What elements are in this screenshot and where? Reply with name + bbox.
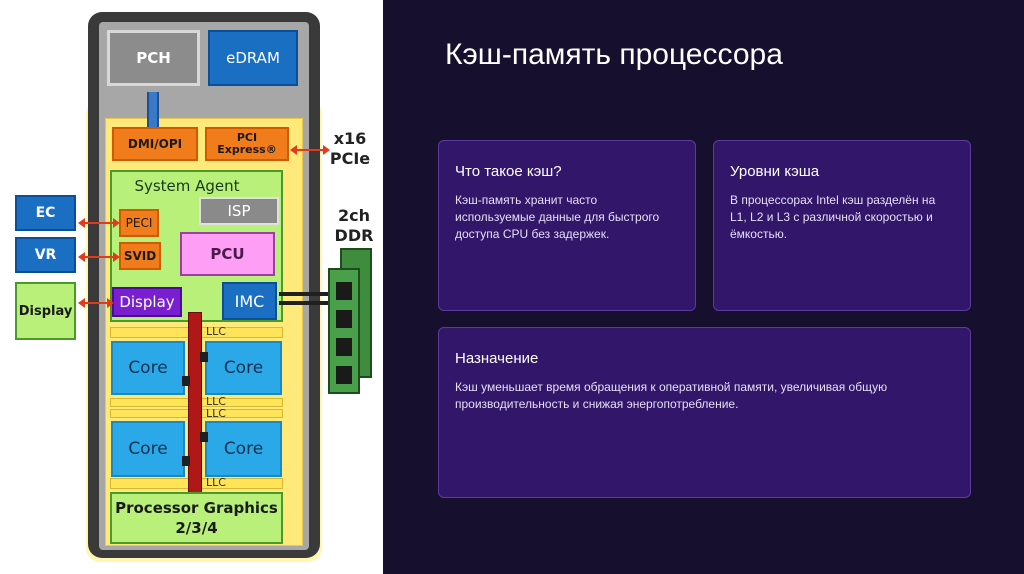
slide-title: Кэш-память процессора — [445, 38, 783, 71]
llc-label: LLC — [206, 395, 226, 408]
card-heading: Что такое кэш? — [455, 163, 562, 180]
vr-svid-arrow — [78, 252, 120, 262]
card-cache-levels: Уровни кэша В процессорах Intel кэш разд… — [713, 140, 971, 311]
card-what-is-cache: Что такое кэш? Кэш-память хранит часто и… — [438, 140, 696, 311]
processor-graphics-label: Processor Graphics — [115, 499, 278, 517]
pcie-label: PCIe — [329, 148, 371, 168]
ddr-chip — [336, 282, 352, 300]
pcie-arrow — [290, 145, 330, 155]
peci-block: PECI — [119, 209, 159, 237]
vr-block: VR — [15, 237, 76, 273]
pcu-block: PCU — [180, 232, 275, 276]
card-text: Кэш уменьшает время обращения к оператив… — [455, 380, 888, 411]
slide-content: Кэш-память процессора Что такое кэш? Кэш… — [383, 0, 1024, 574]
ec-peci-arrow — [78, 218, 120, 228]
processor-diagram: PCH eDRAM DMI/OPI PCI Express® x16 PCIe … — [0, 0, 383, 574]
core-block: Core — [111, 341, 185, 395]
card-text: В процессорах Intel кэш разделён на L1, … — [730, 193, 936, 241]
isp-block: ISP — [199, 197, 279, 225]
processor-graphics-versions: 2/3/4 — [175, 519, 218, 537]
x16-label: x16 — [333, 128, 367, 148]
display-internal-block: Display — [112, 287, 182, 317]
ring-stop — [182, 376, 190, 386]
ddr-channels-label: 2ch — [337, 205, 370, 225]
system-agent-label: System Agent — [134, 177, 240, 195]
core-block: Core — [205, 421, 282, 477]
ddr-chip — [336, 338, 352, 356]
card-text: Кэш-память хранит часто используемые дан… — [455, 193, 660, 241]
imc-ddr-link — [279, 292, 329, 296]
llc-label: LLC — [206, 476, 226, 489]
display-external-block: Display — [15, 282, 76, 340]
svid-block: SVID — [119, 242, 161, 270]
core-block: Core — [111, 421, 185, 477]
imc-block: IMC — [222, 282, 277, 320]
dmi-opi-block: DMI/OPI — [112, 127, 198, 161]
ddr-chip — [336, 366, 352, 384]
card-heading: Назначение — [455, 350, 539, 367]
core-block: Core — [205, 341, 282, 395]
pch-link — [147, 92, 159, 128]
edram-block: eDRAM — [208, 30, 298, 86]
display-arrow — [78, 298, 114, 308]
processor-graphics-block: Processor Graphics 2/3/4 — [110, 492, 283, 544]
ec-block: EC — [15, 195, 76, 231]
card-purpose: Назначение Кэш уменьшает время обращения… — [438, 327, 971, 498]
pci-express-block: PCI Express® — [205, 127, 289, 161]
ddr-label: DDR — [334, 225, 374, 245]
ring-stop — [200, 432, 208, 442]
llc-label: LLC — [206, 407, 226, 420]
ring-bus — [188, 312, 202, 496]
pch-block: PCH — [107, 30, 200, 86]
ddr-chip — [336, 310, 352, 328]
llc-label: LLC — [206, 325, 226, 338]
ring-stop — [200, 352, 208, 362]
card-heading: Уровни кэша — [730, 163, 820, 180]
imc-ddr-link-2 — [279, 301, 329, 305]
ring-stop — [182, 456, 190, 466]
